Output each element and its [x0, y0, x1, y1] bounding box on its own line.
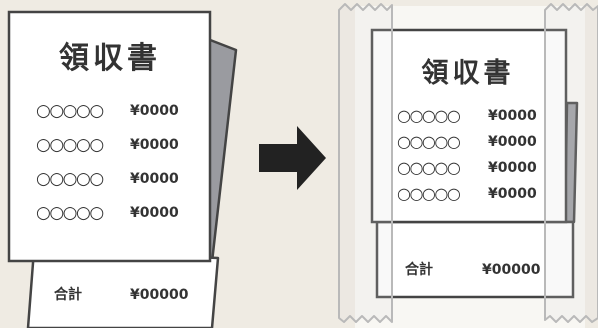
receipt-title: 領収書: [59, 41, 161, 76]
tape-strip-left: [338, 3, 393, 323]
row-2-item-right: ○○○○○: [397, 132, 461, 151]
receipt-front: [7, 10, 212, 263]
total-label: 合計: [54, 286, 82, 303]
receipt-bottom-part-right: [375, 220, 575, 299]
row-3-amount-right: ¥0000: [488, 160, 537, 176]
row-2-amount: ¥0000: [130, 137, 179, 153]
total-amount: ¥00000: [130, 287, 189, 303]
row-2-item: ○○○○○: [36, 135, 103, 155]
row-1-item-right: ○○○○○: [397, 106, 461, 125]
total-label-right: 合計: [405, 261, 433, 278]
row-1-amount-right: ¥0000: [488, 108, 537, 124]
row-4-amount-right: ¥0000: [488, 186, 537, 202]
row-3-item: ○○○○○: [36, 169, 103, 189]
receipt-front-right: [370, 28, 568, 224]
tape-strip-right: [544, 3, 598, 323]
row-1-amount: ¥0000: [130, 103, 179, 119]
row-4-item-right: ○○○○○: [397, 184, 461, 203]
receipt-title-right: 領収書: [422, 57, 515, 89]
row-3-item-right: ○○○○○: [397, 158, 461, 177]
row-4-item: ○○○○○: [36, 203, 103, 223]
row-2-amount-right: ¥0000: [488, 134, 537, 150]
arrow-right-icon: [259, 126, 326, 190]
total-amount-right: ¥00000: [482, 262, 541, 278]
row-1-item: ○○○○○: [36, 101, 103, 121]
taped-receipt: 合計 ¥00000 領収書 ○○○○○ ¥0000 ○○○○○ ¥0000 ○○…: [338, 3, 598, 328]
folded-receipt: 合計 ¥00000 領収書 ○○○○○ ¥0000 ○○○○○ ¥0000 ○○…: [7, 10, 238, 328]
row-4-amount: ¥0000: [130, 205, 179, 221]
row-3-amount: ¥0000: [130, 171, 179, 187]
